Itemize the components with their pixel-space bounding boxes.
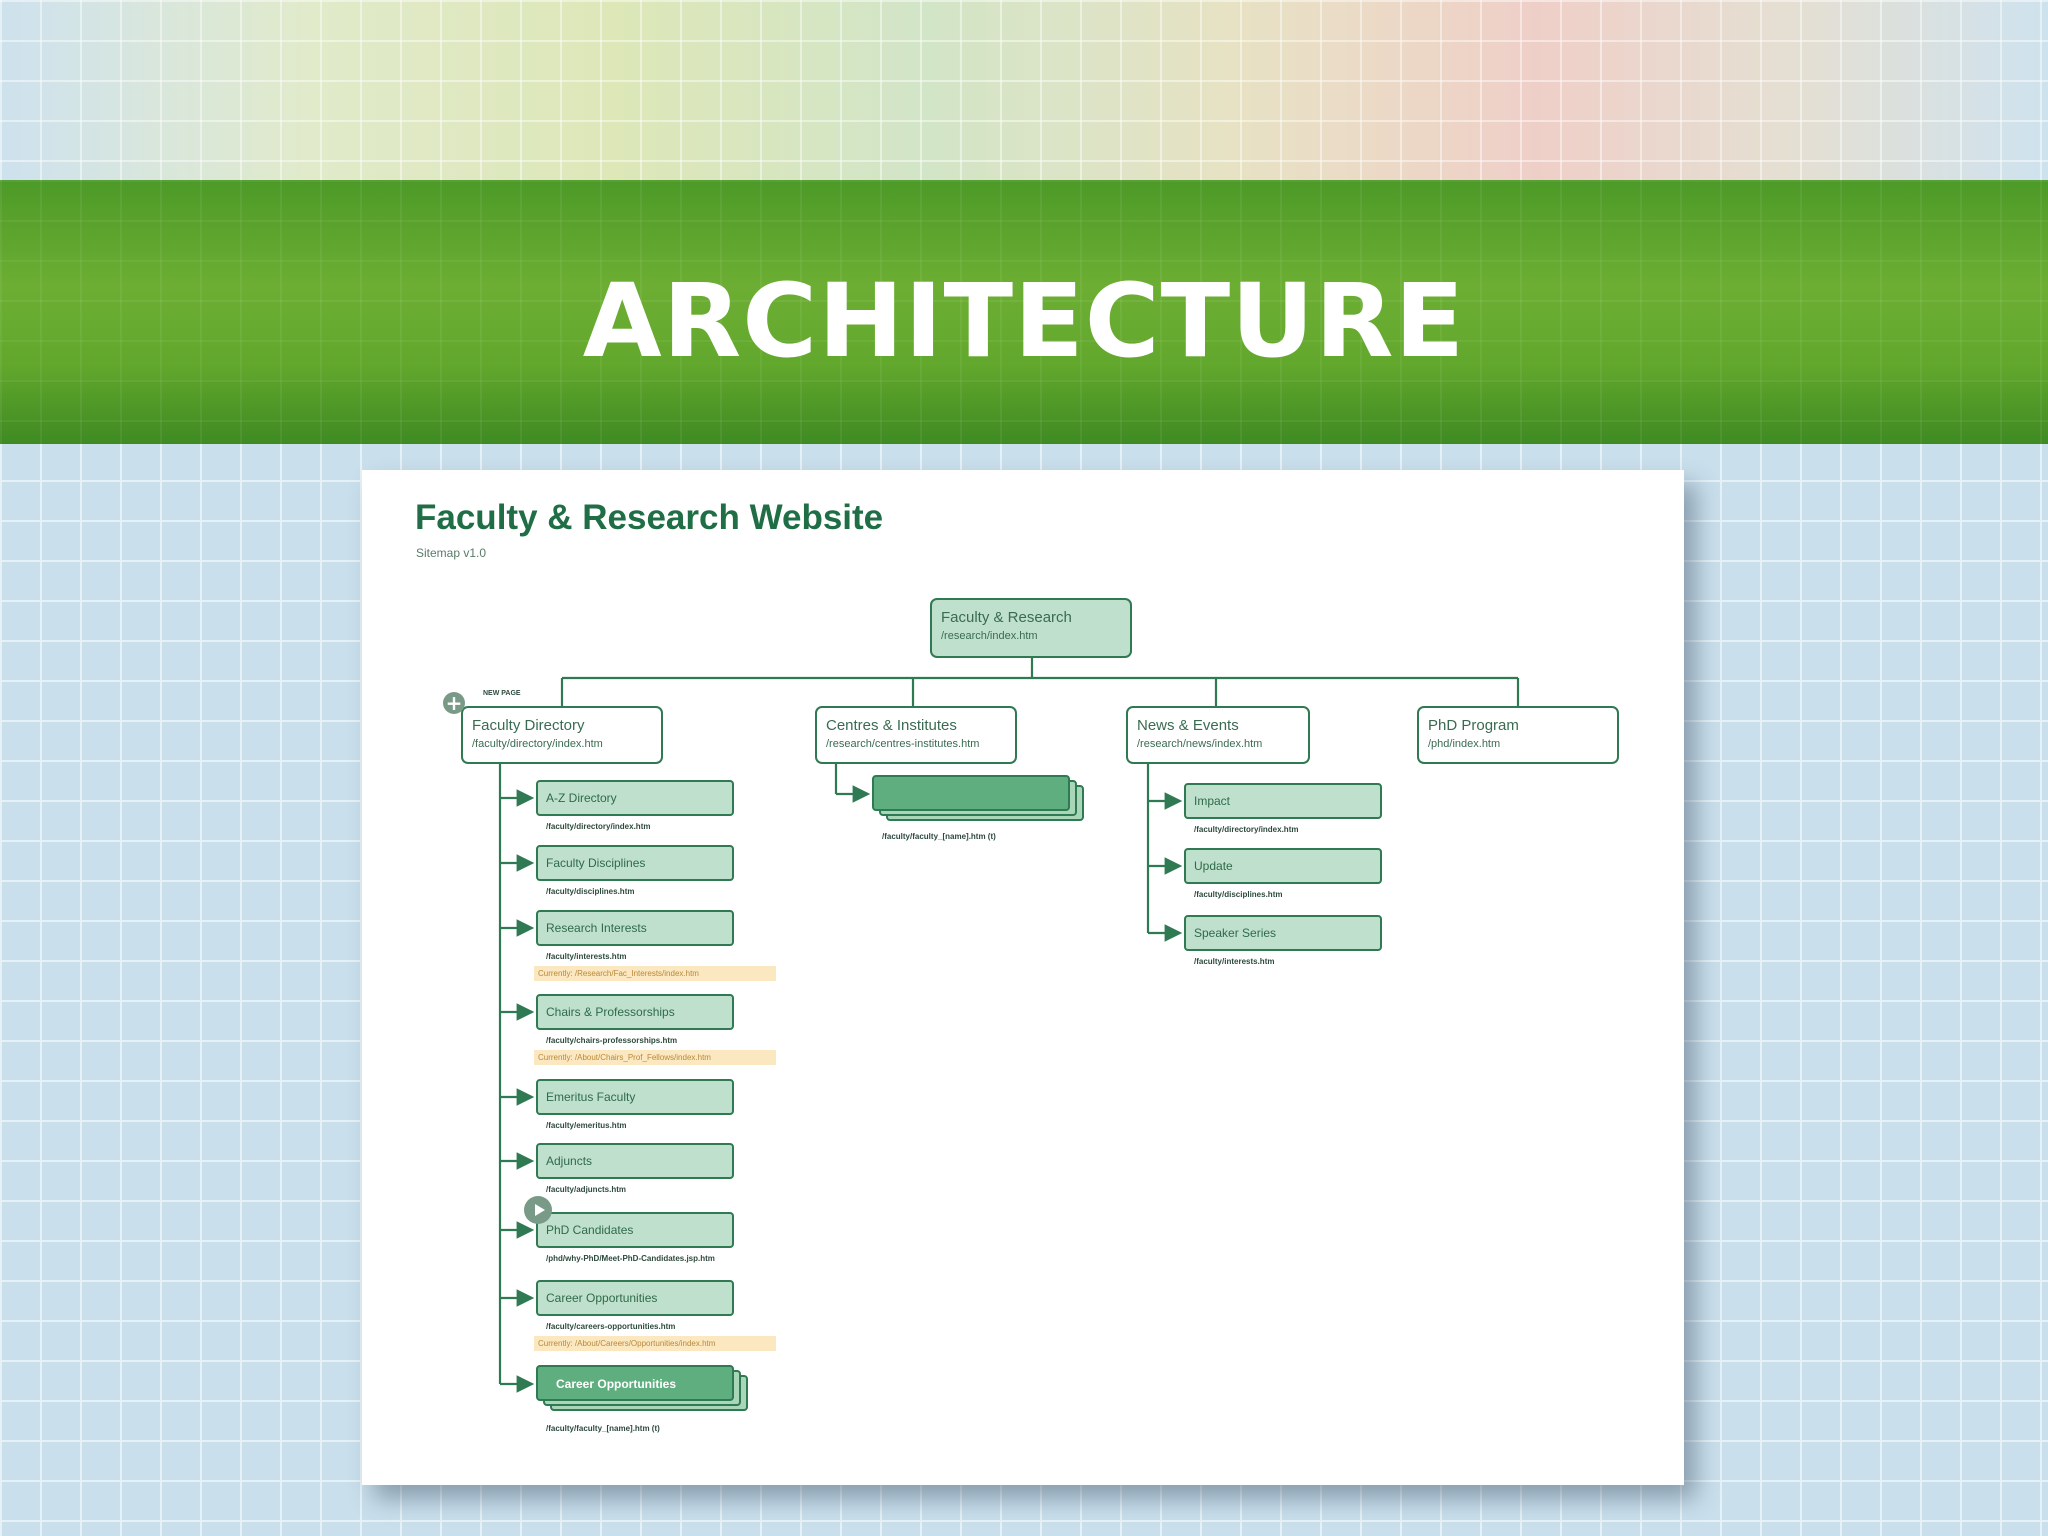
child-label: Emeritus Faculty: [546, 1090, 636, 1104]
stack-label: Career Opportunities: [556, 1377, 677, 1391]
child-label: Adjuncts: [546, 1154, 593, 1168]
child-label: Update: [1194, 859, 1233, 873]
stack-front: [872, 775, 1070, 811]
child-label: Impact: [1194, 794, 1231, 808]
child-url: /faculty/interests.htm: [546, 952, 627, 961]
child-url: /faculty/interests.htm: [1194, 957, 1275, 966]
stack-front: Career Opportunities: [536, 1365, 734, 1401]
section-url: /phd/index.htm: [1428, 738, 1501, 750]
play-icon: [524, 1196, 552, 1224]
slide-top-mosaic: [0, 0, 2048, 180]
child-note: Currently: /About/Chairs_Prof_Fellows/in…: [534, 1050, 776, 1065]
section-label: Centres & Institutes: [826, 717, 957, 734]
child-url: /faculty/emeritus.htm: [546, 1121, 627, 1130]
child-career-opportunities: Career Opportunities: [536, 1280, 734, 1316]
child-research-interests: Research Interests: [536, 910, 734, 946]
child-url: /faculty/disciplines.htm: [546, 887, 635, 896]
section-url: /research/centres-institutes.htm: [826, 738, 980, 750]
section-url: /research/news/index.htm: [1137, 738, 1263, 750]
child-label: A-Z Directory: [546, 791, 617, 805]
child-note: Currently: /Research/Fac_Interests/index…: [534, 966, 776, 981]
section-news-events: News & Events /research/news/index.htm: [1126, 706, 1310, 764]
child-url: /faculty/adjuncts.htm: [546, 1185, 627, 1194]
title-band: [0, 180, 2048, 444]
diagram-title: Faculty & Research Website: [415, 498, 884, 537]
sitemap-document: Faculty & Research Website Sitemap v1.0: [362, 470, 1684, 1485]
root-url: /research/index.htm: [941, 630, 1038, 642]
connector-lines: [498, 658, 1520, 1393]
section-faculty-directory: Faculty Directory /faculty/directory/ind…: [461, 706, 663, 764]
section-url: /faculty/directory/index.htm: [472, 738, 603, 750]
child-emeritus-faculty: Emeritus Faculty: [536, 1079, 734, 1115]
stack-url: /faculty/faculty_[name].htm (t): [546, 1424, 660, 1433]
child-az-directory: A-Z Directory: [536, 780, 734, 816]
section-label: PhD Program: [1428, 717, 1519, 734]
child-label: PhD Candidates: [546, 1223, 634, 1237]
root-node: Faculty & Research /research/index.htm: [930, 598, 1132, 658]
slide-title: ARCHITECTURE: [582, 262, 1466, 381]
child-url: /faculty/disciplines.htm: [1194, 890, 1283, 899]
child-url: /phd/why-PhD/Meet-PhD-Candidates.jsp.htm: [546, 1254, 715, 1263]
child-url: /faculty/careers-opportunities.htm: [546, 1322, 676, 1331]
section-centres-institutes: Centres & Institutes /research/centres-i…: [815, 706, 1017, 764]
child-label: Research Interests: [546, 921, 647, 935]
child-faculty-disciplines: Faculty Disciplines: [536, 845, 734, 881]
child-update: Update: [1184, 848, 1382, 884]
child-speaker-series: Speaker Series: [1184, 915, 1382, 951]
child-url: /faculty/directory/index.htm: [546, 822, 651, 831]
section-phd-program: PhD Program /phd/index.htm: [1417, 706, 1619, 764]
child-adjuncts: Adjuncts: [536, 1143, 734, 1179]
stack-url: /faculty/faculty_[name].htm (t): [882, 832, 996, 841]
child-chairs-professorships: Chairs & Professorships: [536, 994, 734, 1030]
diagram-subtitle: Sitemap v1.0: [416, 546, 487, 560]
child-label: Faculty Disciplines: [546, 856, 646, 870]
root-label: Faculty & Research: [941, 609, 1072, 626]
new-page-tag: NEW PAGE: [483, 690, 521, 697]
child-phd-candidates: PhD Candidates: [536, 1212, 734, 1248]
child-label: Career Opportunities: [546, 1291, 658, 1305]
child-label: Chairs & Professorships: [546, 1005, 675, 1019]
child-label: Speaker Series: [1194, 926, 1277, 940]
child-url: /faculty/directory/index.htm: [1194, 825, 1299, 834]
section-label: News & Events: [1137, 717, 1239, 734]
new-page-plus-icon: +: [443, 692, 465, 714]
child-url: /faculty/chairs-professorships.htm: [546, 1036, 678, 1045]
section-label: Faculty Directory: [472, 717, 585, 734]
child-impact: Impact: [1184, 783, 1382, 819]
child-note: Currently: /About/Careers/Opportunities/…: [534, 1336, 776, 1351]
